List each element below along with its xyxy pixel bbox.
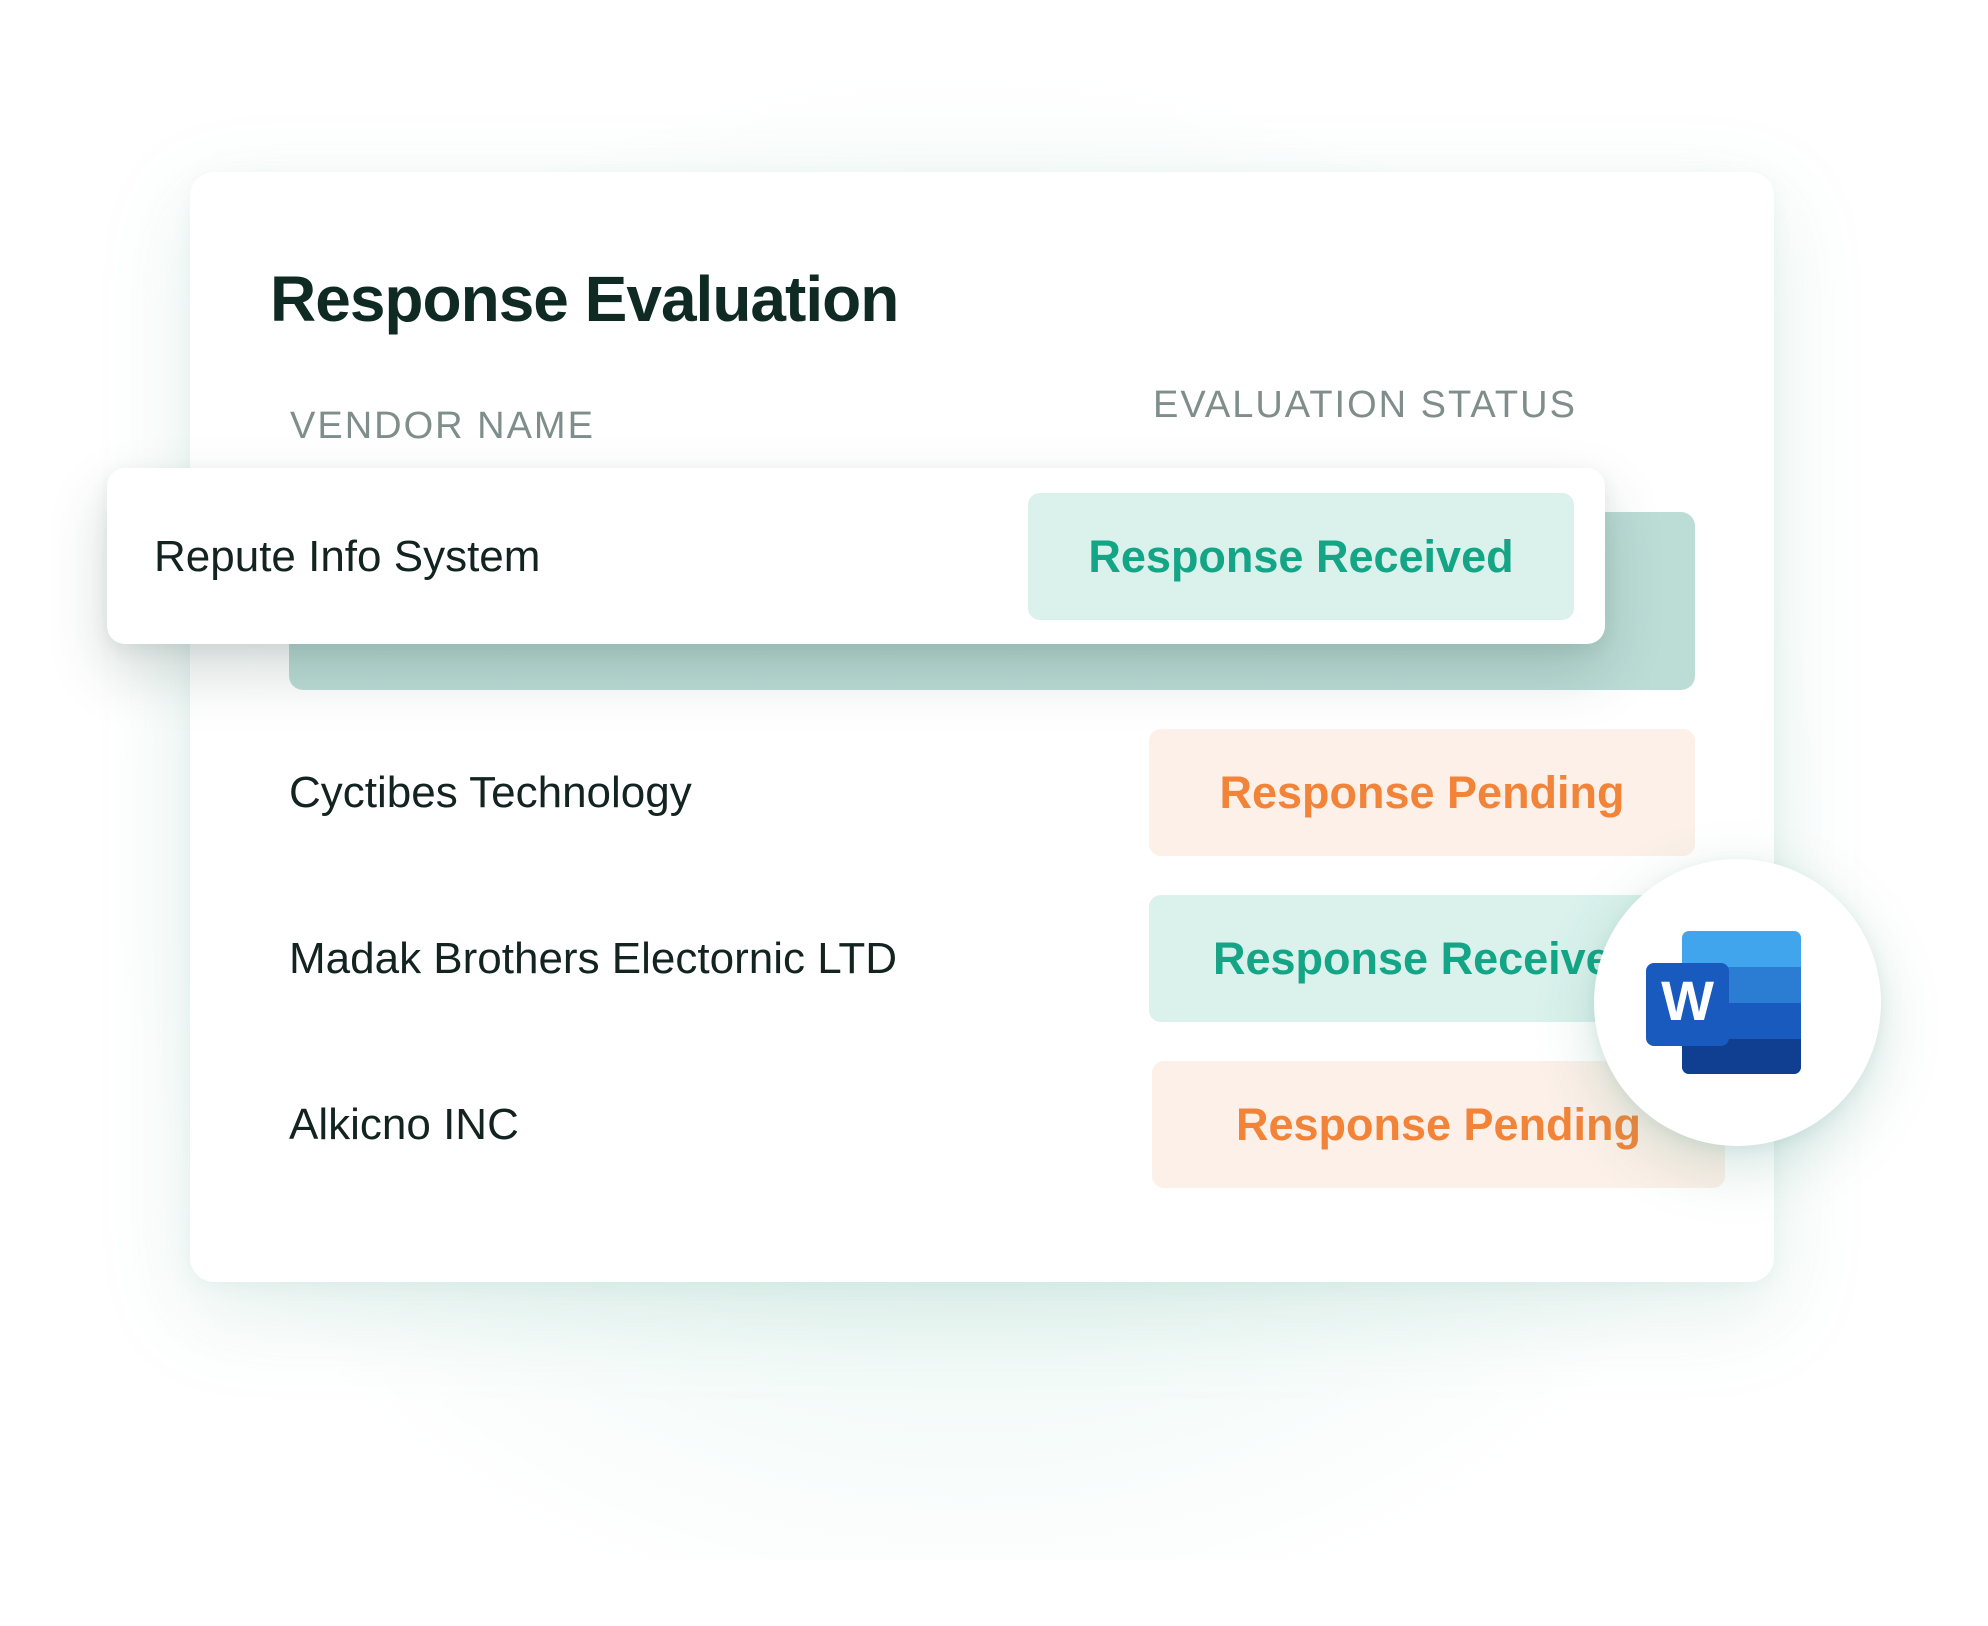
vendor-name: Madak Brothers Electornic LTD bbox=[289, 934, 898, 983]
column-header-vendor: VENDOR NAME bbox=[290, 405, 595, 447]
status-badge-received[interactable]: Response Received bbox=[1028, 493, 1574, 620]
vendor-name: Repute Info System bbox=[154, 532, 541, 581]
vendor-name: Alkicno INC bbox=[289, 1100, 519, 1149]
column-header-status: EVALUATION STATUS bbox=[1153, 384, 1577, 426]
page-title: Response Evaluation bbox=[270, 263, 899, 335]
vendor-name: Cyctibes Technology bbox=[289, 768, 692, 817]
word-letter: W bbox=[1661, 969, 1714, 1032]
microsoft-word-icon: W bbox=[1646, 931, 1801, 1074]
status-badge-pending[interactable]: Response Pending bbox=[1149, 729, 1695, 856]
